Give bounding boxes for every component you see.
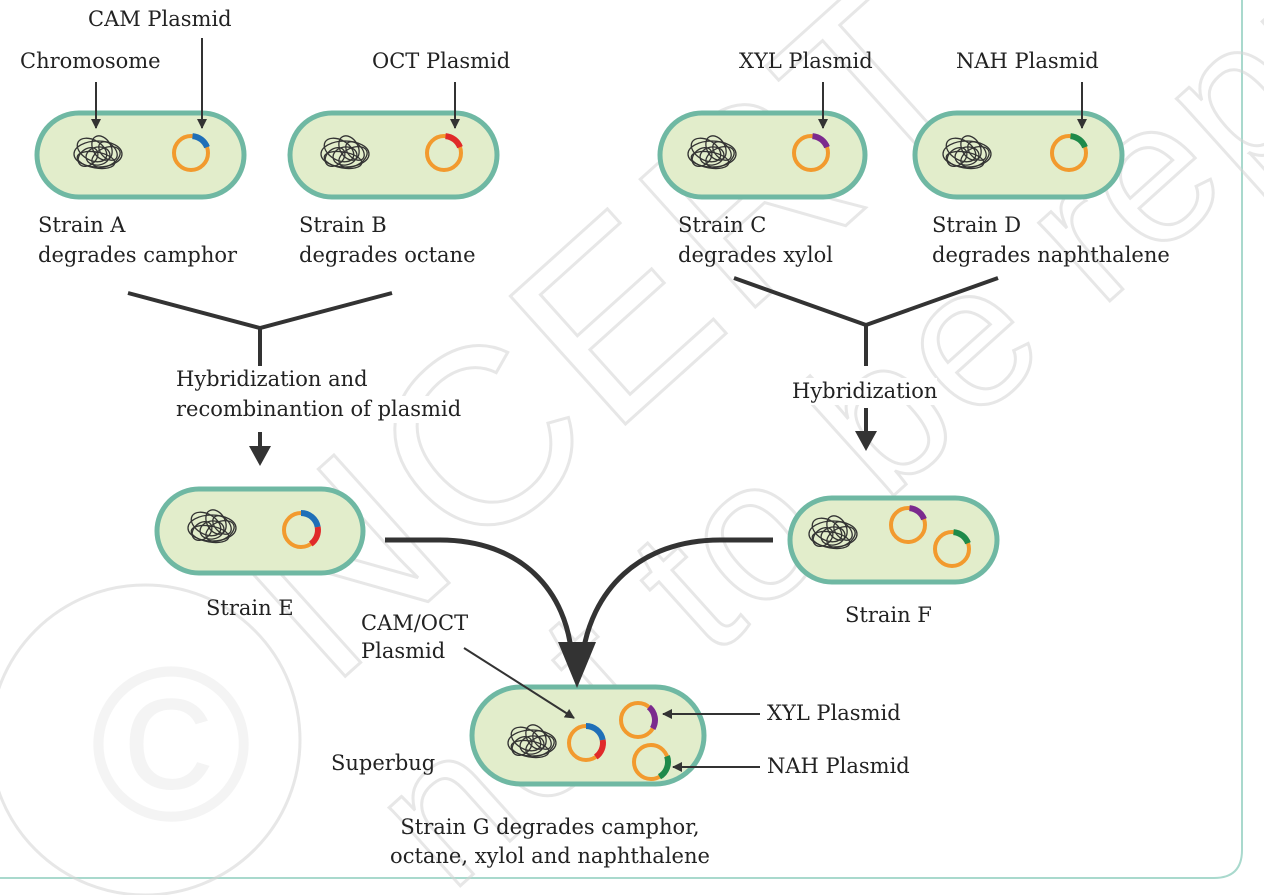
superbug-label: Superbug [331, 751, 436, 775]
curve-from-strain-e [385, 537, 575, 661]
cam-oct-label-line1: CAM/OCT [361, 611, 469, 635]
hybrid-left-line1: Hybridization and [176, 366, 368, 393]
cell-strain-g-superbug [469, 684, 707, 787]
strain-f-label: Strain F [845, 603, 932, 627]
cam-oct-label-line2: Plasmid [361, 639, 446, 663]
arrowhead-to-superbug [558, 642, 596, 688]
nah-plasmid-icon [632, 743, 671, 781]
label-oct-plasmid: OCT Plasmid [372, 49, 511, 73]
watermark-copyright-symbol: © [90, 621, 252, 867]
chromosome-icon [73, 135, 123, 170]
hybrid-left-line2: recombinantion of plasmid [176, 396, 462, 423]
chromosome-icon [187, 509, 237, 544]
strain-d-desc: degrades naphthalene [932, 243, 1170, 267]
strain-c-name: Strain C [678, 213, 767, 237]
cam-oct-plasmid-icon [282, 510, 321, 549]
oct-plasmid-icon [425, 133, 463, 172]
cell-strain-e [154, 486, 366, 576]
label-chromosome: Chromosome [20, 49, 161, 73]
cell-strain-a [34, 110, 247, 200]
cell-strain-d [912, 110, 1125, 200]
arrowhead-to-strain-f [855, 431, 877, 451]
chromosome-icon [687, 135, 737, 170]
label-cam-plasmid: CAM Plasmid [88, 7, 232, 31]
cam-oct-plasmid-icon [567, 723, 606, 762]
xyl-plasmid-icon [619, 701, 658, 739]
xyl-plasmid-g-label: XYL Plasmid [767, 701, 901, 725]
arrow-cam-oct-plasmid [463, 647, 575, 719]
strain-b-name: Strain B [299, 213, 387, 237]
strain-e-label: Strain E [206, 596, 294, 620]
nah-plasmid-g-label: NAH Plasmid [767, 754, 910, 778]
chromosome-icon [320, 135, 370, 170]
merge-left [127, 291, 393, 331]
merge-lines [127, 276, 999, 448]
strain-g-desc-line2: octane, xylol and naphthalene [390, 844, 710, 868]
label-arrows [91, 38, 1087, 772]
merge-arrowheads [249, 431, 877, 466]
chromosome-icon [808, 515, 858, 550]
label-xyl-plasmid: XYL Plasmid [739, 49, 873, 73]
strain-d-name: Strain D [932, 213, 1022, 237]
xyl-plasmid-icon [889, 505, 927, 544]
cam-plasmid-icon [172, 133, 210, 172]
nah-plasmid-icon [1050, 133, 1088, 172]
curve-from-strain-f [579, 537, 773, 661]
strain-b-desc: degrades octane [299, 243, 476, 267]
watermark-copyright-circle [0, 583, 302, 895]
hybrid-right: Hybridization [792, 378, 938, 405]
chromosome-icon [942, 135, 992, 170]
label-nah-plasmid: NAH Plasmid [956, 49, 1099, 73]
strain-c-desc: degrades xylol [678, 243, 833, 267]
arrowhead-to-strain-e [249, 446, 271, 466]
chromosome-icon [507, 724, 557, 759]
xyl-plasmid-icon [792, 133, 830, 172]
panel-border [0, 0, 1243, 879]
curved-arrows [385, 537, 773, 661]
cell-strain-c [657, 110, 868, 200]
strain-a-desc: degrades camphor [38, 243, 238, 267]
strain-g-desc-line1: Strain G degrades camphor, [400, 815, 700, 839]
strain-a-name: Strain A [38, 213, 126, 237]
nah-plasmid-icon [933, 529, 971, 568]
cell-strain-f [787, 495, 1000, 585]
cell-strain-b [287, 110, 500, 200]
